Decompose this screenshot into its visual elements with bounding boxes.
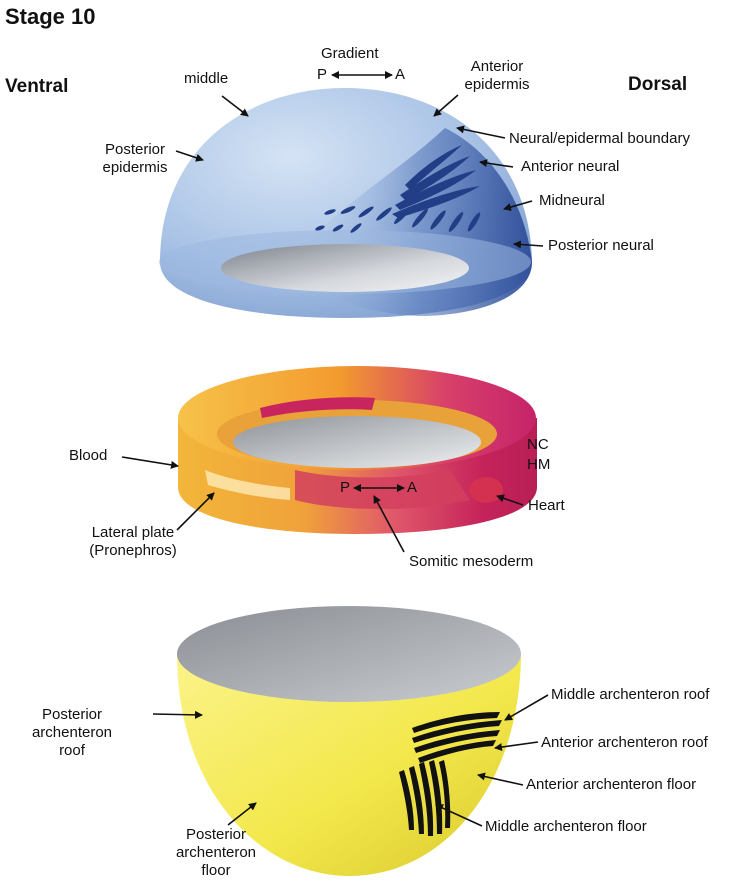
dorsal-label: Dorsal <box>628 74 688 95</box>
middle-archenteron-roof-label: Middle archenteron roof <box>551 686 710 703</box>
gradient-a-label: A <box>395 66 406 83</box>
anterior-archenteron-floor-label: Anterior archenteron floor <box>526 776 697 793</box>
arrow-posterior-epidermis <box>175 150 204 162</box>
endoderm-bowl <box>177 606 521 876</box>
lateral-plate-label: Lateral plate (Pronephros) <box>72 524 194 560</box>
arrow-neural-boundary <box>456 125 506 139</box>
middle-label: middle <box>184 70 229 87</box>
posterior-floor-line-1: Posterior <box>185 826 247 843</box>
midneural-label: Midneural <box>539 192 605 209</box>
posterior-archenteron-floor-label: Posterior archenteron floor <box>166 826 266 880</box>
anterior-epidermis-line-2: epidermis <box>464 76 530 93</box>
middle-archenteron-floor-label: Middle archenteron floor <box>485 818 647 835</box>
posterior-epidermis-label: Posterior epidermis <box>90 141 180 177</box>
posterior-floor-line-3: floor <box>201 862 231 879</box>
page-title: Stage 10 <box>5 4 96 29</box>
hm-label: HM <box>527 456 551 473</box>
ectoderm-dome <box>159 88 532 318</box>
arrow-lateral-plate <box>176 492 215 531</box>
bowl-body <box>177 654 521 876</box>
dome-opening <box>221 244 469 292</box>
heart-blob <box>469 477 503 503</box>
gradient-p-label: P <box>317 66 328 83</box>
leader-arrows <box>121 71 549 827</box>
ring-inner-floor <box>233 416 481 468</box>
arrow-anterior-floor <box>477 772 524 786</box>
arrow-middle-floor <box>435 804 483 827</box>
meso-a-label: A <box>407 479 418 496</box>
bowl-cut-face <box>177 606 521 702</box>
somitic-mesoderm-label: Somitic mesoderm <box>409 553 534 570</box>
posterior-epidermis-line-1: Posterior <box>104 141 166 158</box>
arrow-somitic-mesoderm <box>373 495 405 553</box>
posterior-roof-line-1: Posterior <box>41 706 103 723</box>
gradient-label: Gradient <box>321 45 379 62</box>
arrow-midneural <box>503 200 533 211</box>
posterior-roof-line-2: archenteron <box>31 724 113 741</box>
ventral-label: Ventral <box>5 76 69 97</box>
anterior-neural-label: Anterior neural <box>521 158 620 175</box>
anterior-epidermis-label: Anterior epidermis <box>452 58 542 94</box>
anterior-epidermis-line-1: Anterior <box>470 58 524 75</box>
arrow-heart <box>496 494 524 506</box>
blood-label: Blood <box>69 447 108 464</box>
posterior-roof-line-3: roof <box>59 742 85 759</box>
arrow-anterior-neural <box>479 159 514 168</box>
arrow-blood <box>121 456 179 469</box>
arrow-anterior-epidermis <box>433 94 459 117</box>
arrow-posterior-floor <box>227 802 257 826</box>
posterior-epidermis-line-2: epidermis <box>102 159 168 176</box>
neural-epidermal-boundary-label: Neural/epidermal boundary <box>509 130 690 147</box>
heart-label: Heart <box>528 497 565 514</box>
lateral-plate-line-2: (Pronephros) <box>89 542 177 559</box>
ring-lateral-highlight <box>205 470 290 500</box>
mesoderm-ring <box>178 366 537 534</box>
anterior-archenteron-roof-label: Anterior archenteron roof <box>541 734 708 751</box>
arrow-middle-roof <box>504 694 549 721</box>
arrow-posterior-roof <box>152 710 203 719</box>
arrow-anterior-roof <box>494 741 539 751</box>
lateral-plate-line-1: Lateral plate <box>91 524 175 541</box>
meso-p-label: P <box>340 479 351 496</box>
posterior-archenteron-roof-label: Posterior archenteron roof <box>22 706 122 760</box>
ring-inner-red-band <box>260 397 375 418</box>
nc-label: NC <box>527 436 549 453</box>
arrow-posterior-neural <box>513 240 544 249</box>
arrow-middle <box>221 95 249 117</box>
posterior-neural-label: Posterior neural <box>548 237 654 254</box>
neural-stripes <box>315 145 481 233</box>
posterior-floor-line-2: archenteron <box>175 844 257 861</box>
